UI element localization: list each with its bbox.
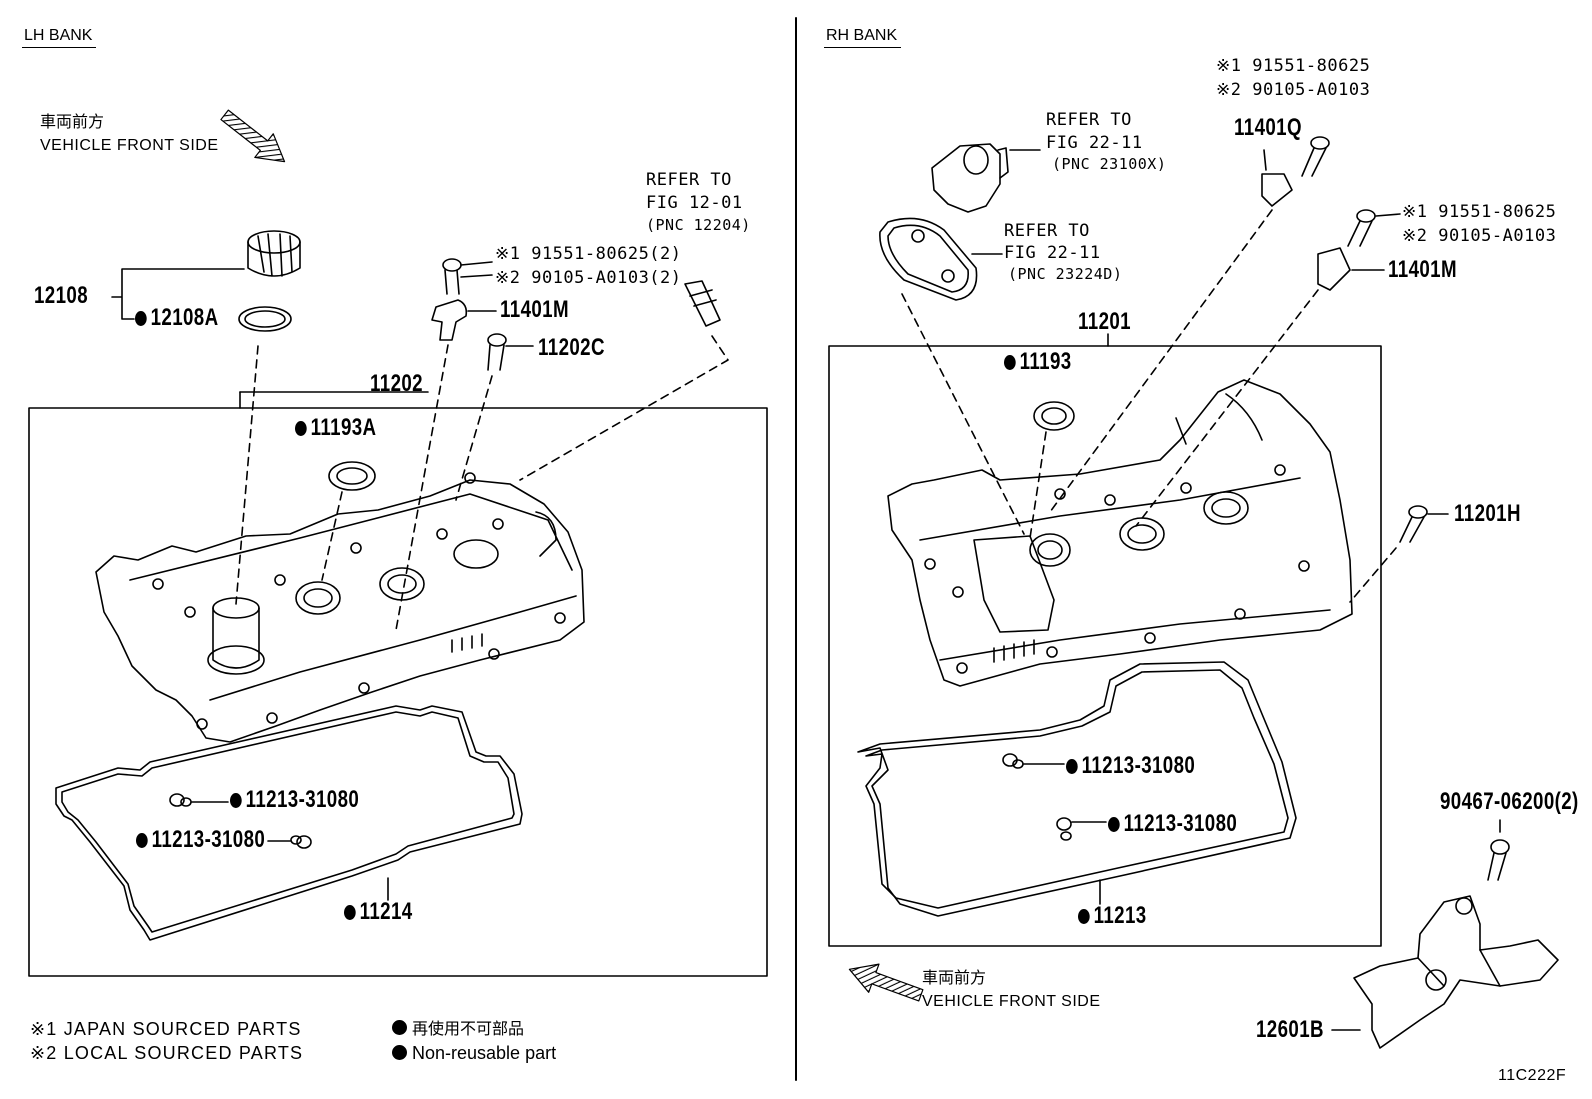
part-12108A: 12108A xyxy=(135,306,219,330)
non-reusable-dot xyxy=(1066,759,1078,774)
rh-mid-bolt-drawing xyxy=(1347,209,1401,247)
rh-mid-bolt-local-spec: ※2 90105-A0103 xyxy=(1402,226,1557,246)
lh-assembly-box xyxy=(28,407,768,977)
rh-top-bolt-jp-spec: ※1 91551-80625 xyxy=(1216,56,1371,76)
rh-valve-cover-drawing xyxy=(887,379,1353,687)
part-90467-06200: 90467-06200(2) xyxy=(1440,788,1579,815)
rh-bank-title: RH BANK xyxy=(824,28,902,48)
non-reusable-dot xyxy=(230,793,242,808)
lh-oil-seal-drawing xyxy=(328,461,376,491)
rh-refer-b-line2: FIG 22-11 xyxy=(1004,243,1101,263)
rh-plug-1-label: 11213-31080 xyxy=(1066,754,1195,778)
figure-id: 11C222F xyxy=(1498,1067,1567,1084)
non-reusable-dot xyxy=(392,1045,407,1060)
lh-plug-2-label: 11213-31080 xyxy=(136,828,265,852)
rh-sensor-q-drawing xyxy=(1261,149,1293,207)
rh-plug-2-drawing xyxy=(1056,817,1107,841)
rh-plug-2-label: 11213-31080 xyxy=(1108,812,1237,836)
lh-valve-cover-drawing xyxy=(95,472,585,743)
non-reusable-dot xyxy=(136,833,148,848)
rh-gasket-plate-drawing xyxy=(879,217,1003,301)
legend-japan-sourced: ※1 JAPAN SOURCED PARTS xyxy=(30,1019,302,1039)
part-11193A: 11193A xyxy=(295,416,376,440)
oil-filler-cap-drawing xyxy=(247,230,301,277)
lh-refer-line1: REFER TO xyxy=(646,170,732,190)
part-12108: 12108 xyxy=(34,282,89,309)
rh-gasket-drawing xyxy=(857,661,1297,917)
lh-pcv-valve-drawing xyxy=(684,280,721,327)
non-reusable-dot xyxy=(1004,355,1016,370)
part-11201: 11201 xyxy=(1078,308,1131,335)
part-11202: 11202 xyxy=(370,370,423,397)
lh-stud-bolt-drawing xyxy=(487,333,534,371)
non-reusable-dot xyxy=(135,311,147,326)
rh-oil-seal-drawing xyxy=(1033,401,1075,431)
rh-mid-bolt-jp-spec: ※1 91551-80625 xyxy=(1402,202,1557,222)
rh-refer-a-line3: (PNC 23100X) xyxy=(1052,155,1167,173)
lh-front-jp: 車両前方 xyxy=(40,112,105,131)
rh-front-jp: 車両前方 xyxy=(922,968,987,987)
lh-cam-sensor-drawing xyxy=(431,299,497,341)
rh-top-bolt-drawing xyxy=(1301,136,1330,177)
lh-bank-title: LH BANK xyxy=(22,28,97,48)
engine-hanger-drawing xyxy=(1331,895,1559,1049)
lh-part-11401M: 11401M xyxy=(500,296,569,323)
lh-bolt-local-spec: ※2 90105-A0103(2) xyxy=(495,268,682,288)
lh-plug-1-drawing xyxy=(169,793,229,807)
rh-top-bolt-local-spec: ※2 90105-A0103 xyxy=(1216,80,1371,100)
rh-assembly-box xyxy=(828,345,1382,947)
legend-local-sourced: ※2 LOCAL SOURCED PARTS xyxy=(30,1043,304,1063)
part-11213: 11213 xyxy=(1078,904,1147,928)
part-11214: 11214 xyxy=(344,900,413,924)
rh-refer-b-line3: (PNC 23224D) xyxy=(1008,265,1123,283)
rh-refer-a-line2: FIG 22-11 xyxy=(1046,133,1143,153)
lh-refer-line3: (PNC 12204) xyxy=(646,216,751,234)
rh-refer-a-line1: REFER TO xyxy=(1046,110,1132,130)
rh-cover-bolt-drawing xyxy=(1399,505,1449,543)
non-reusable-dot xyxy=(1108,817,1120,832)
lh-bolt-jp-spec: ※1 91551-80625(2) xyxy=(495,244,682,264)
lh-plug-1-label: 11213-31080 xyxy=(230,788,359,812)
lh-refer-line2: FIG 12-01 xyxy=(646,193,743,213)
rh-refer-b-line1: REFER TO xyxy=(1004,221,1090,241)
part-11193: 11193 xyxy=(1004,350,1072,374)
rh-part-11401M: 11401M xyxy=(1388,256,1457,283)
rh-front-en: VEHICLE FRONT SIDE xyxy=(922,993,1101,1010)
part-11202C: 11202C xyxy=(538,334,605,361)
part-12601B: 12601B xyxy=(1256,1016,1324,1043)
legend-non-reusable-jp: 再使用不可部品 xyxy=(392,1019,524,1037)
part-11401Q: 11401Q xyxy=(1234,114,1302,141)
lh-gasket-drawing xyxy=(55,705,523,941)
rh-sensor-m-drawing xyxy=(1317,247,1385,291)
oil-cap-gasket-drawing xyxy=(238,306,292,332)
lh-plug-2-drawing xyxy=(267,835,312,849)
rh-pump-drawing xyxy=(931,143,1041,213)
hanger-bolt-drawing xyxy=(1487,819,1510,881)
non-reusable-dot xyxy=(1078,909,1090,924)
non-reusable-dot xyxy=(392,1020,407,1035)
lh-bolt-drawing xyxy=(442,258,493,295)
legend-non-reusable-en: Non-reusable part xyxy=(392,1044,556,1062)
lh-front-en: VEHICLE FRONT SIDE xyxy=(40,137,219,154)
rh-plug-1-drawing xyxy=(1002,753,1065,769)
non-reusable-dot xyxy=(295,421,307,436)
lh-front-arrow xyxy=(220,109,286,163)
non-reusable-dot xyxy=(344,905,356,920)
rh-front-arrow xyxy=(848,963,924,1002)
part-11201H: 11201H xyxy=(1454,500,1521,527)
